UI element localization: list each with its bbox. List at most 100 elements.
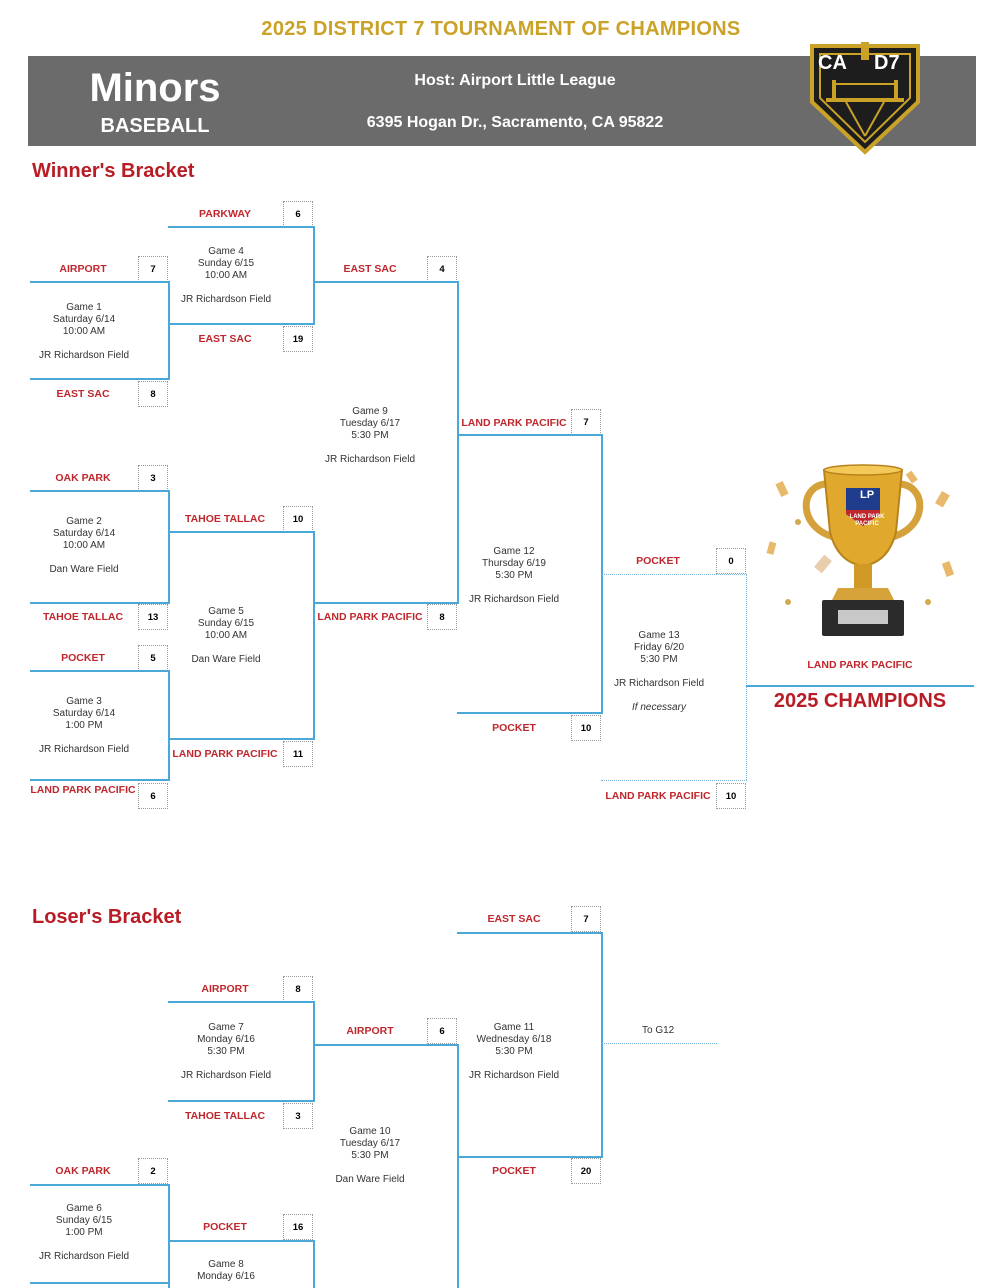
team-slot: AIRPORT: [59, 263, 107, 275]
bracket-line-dotted: [601, 780, 747, 781]
team-slot: POCKET: [203, 1221, 247, 1233]
score-box: 7: [571, 906, 601, 932]
bracket-line: [168, 281, 170, 380]
team-slot: OAK PARK: [55, 472, 111, 484]
bracket-line-dotted: [601, 574, 747, 575]
bracket-line: [30, 378, 170, 380]
champion-team: LAND PARK PACIFIC: [807, 659, 913, 671]
bracket-line: [601, 932, 603, 1158]
score-box: 16: [283, 1214, 313, 1240]
score-box: 6: [138, 783, 168, 809]
trophy-text-bottom: PACIFIC: [855, 521, 879, 527]
team-slot: AIRPORT: [201, 983, 249, 995]
team-slot: OAK PARK: [55, 1165, 111, 1177]
bracket-line: [457, 712, 603, 714]
champions-label: 2025 CHAMPIONS: [773, 690, 947, 712]
score-box: 8: [283, 976, 313, 1002]
team-slot: POCKET: [636, 555, 680, 567]
team-slot: POCKET: [61, 652, 105, 664]
score-box: 4: [427, 256, 457, 282]
bracket-line: [168, 1100, 315, 1102]
trophy-icon: [758, 452, 968, 644]
bracket-line: [313, 1240, 315, 1288]
team-slot: AIRPORT: [346, 1025, 394, 1037]
bracket-line: [457, 1156, 603, 1158]
score-box: 10: [283, 506, 313, 532]
to-g12-label: To G12: [642, 1025, 675, 1036]
bracket-line: [30, 281, 170, 283]
bracket-line: [168, 670, 170, 781]
district-logo: [806, 40, 924, 156]
winners-bracket-heading: Winner's Bracket: [32, 160, 195, 182]
logo-text-d7: D7: [874, 52, 900, 74]
team-slot: EAST SAC: [487, 913, 541, 925]
bracket-line-dotted: [601, 1043, 717, 1044]
team-slot: TAHOE TALLAC: [184, 513, 266, 525]
score-box: 11: [283, 741, 313, 767]
bracket-line: [168, 226, 315, 228]
trophy-text-top: LAND PARK: [849, 514, 885, 520]
bracket-line: [30, 1184, 170, 1186]
team-slot: LAND PARK PACIFIC: [317, 611, 423, 623]
score-box: 20: [571, 1158, 601, 1184]
tournament-title: 2025 DISTRICT 7 TOURNAMENT OF CHAMPIONS: [261, 18, 741, 40]
trophy-monogram: LP: [859, 489, 875, 501]
team-slot: LAND PARK PACIFIC: [30, 784, 136, 796]
bracket-line: [168, 1001, 315, 1003]
team-slot: LAND PARK PACIFIC: [605, 790, 711, 802]
bracket-line: [168, 490, 170, 604]
team-slot: LAND PARK PACIFIC: [461, 417, 567, 429]
score-box: 19: [283, 326, 313, 352]
bracket-line: [457, 434, 603, 436]
score-box: 6: [427, 1018, 457, 1044]
bracket-line: [168, 323, 315, 325]
bracket-line: [313, 226, 315, 325]
bracket-line-dotted: [746, 574, 747, 780]
score-box: 2: [138, 1158, 168, 1184]
team-slot: TAHOE TALLAC: [184, 1110, 266, 1122]
score-box: 10: [571, 715, 601, 741]
bracket-line: [313, 1044, 459, 1046]
team-slot: EAST SAC: [56, 388, 110, 400]
score-box: 7: [571, 409, 601, 435]
bracket-line: [168, 531, 315, 533]
logo-text-ca: CA: [818, 52, 847, 74]
team-slot: POCKET: [492, 1165, 536, 1177]
division-title: Minors: [89, 66, 221, 110]
team-slot: TAHOE TALLAC: [42, 611, 124, 623]
team-slot: EAST SAC: [198, 333, 252, 345]
address-line: 6395 Hogan Dr., Sacramento, CA 95822: [366, 114, 664, 131]
bracket-line: [30, 1282, 170, 1284]
team-slot: EAST SAC: [343, 263, 397, 275]
bracket-line: [313, 602, 459, 604]
bracket-line: [30, 779, 170, 781]
bracket-line: [313, 531, 315, 740]
bracket-line: [168, 1184, 170, 1288]
score-box: 6: [283, 201, 313, 227]
bracket-line: [30, 602, 170, 604]
score-box: 10: [716, 783, 746, 809]
bracket-line: [168, 1240, 315, 1242]
score-box: 0: [716, 548, 746, 574]
score-box: 8: [138, 381, 168, 407]
host-line: Host: Airport Little League: [414, 72, 616, 89]
team-slot: LAND PARK PACIFIC: [172, 748, 278, 760]
sport-subtitle: BASEBALL: [100, 115, 210, 137]
losers-bracket-heading: Loser's Bracket: [32, 906, 182, 928]
score-box: 13: [138, 604, 168, 630]
bracket-line: [457, 281, 459, 604]
bracket-line: [457, 1044, 459, 1288]
score-box: 7: [138, 256, 168, 282]
champion-line: [746, 685, 974, 687]
score-box: 8: [427, 604, 457, 630]
